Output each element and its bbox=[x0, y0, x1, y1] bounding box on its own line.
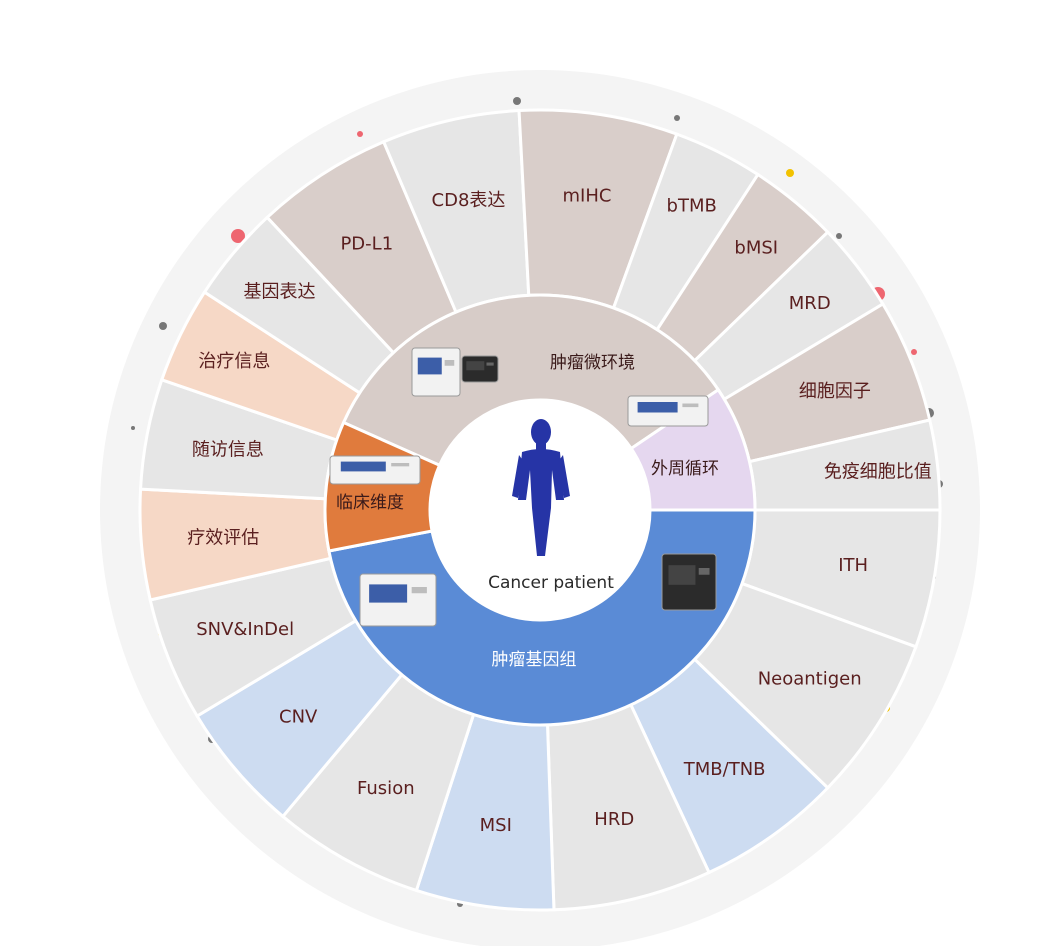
outer-label-mihc: mIHC bbox=[563, 185, 612, 206]
outer-label-item-17: 随访信息 bbox=[192, 439, 264, 460]
decor-dot-10 bbox=[131, 426, 135, 430]
outer-label-mrd: MRD bbox=[789, 293, 831, 314]
inner-label-clinical: 临床维度 bbox=[336, 493, 404, 513]
inner-label-genome: 肿瘤基因组 bbox=[492, 650, 577, 670]
outer-label-neoantigen: Neoantigen bbox=[758, 669, 862, 690]
inner-ring-icons bbox=[329, 347, 717, 627]
sequencer-workstation-icon bbox=[411, 347, 461, 397]
outer-label-pd-l1: PD-L1 bbox=[340, 233, 393, 254]
decor-dot-7 bbox=[159, 322, 167, 330]
inner-segment-genome bbox=[327, 508, 757, 727]
decor-dot-0 bbox=[513, 97, 521, 105]
outer-label-item-18: 治疗信息 bbox=[198, 351, 270, 372]
human-figure-icon bbox=[512, 419, 570, 556]
decor-dot-3 bbox=[786, 169, 794, 177]
inner-label-tumor-micro: 肿瘤微环境 bbox=[550, 353, 635, 373]
sequencer-icon bbox=[661, 553, 717, 611]
lab-instrument-icon bbox=[627, 395, 709, 427]
decor-dot-5 bbox=[836, 233, 842, 239]
outer-label-tmb-tnb: TMB/TNB bbox=[683, 759, 766, 780]
decor-dot-1 bbox=[357, 131, 363, 137]
outer-label-item-6: 细胞因子 bbox=[799, 381, 871, 402]
outer-label-btmb: bTMB bbox=[667, 196, 717, 217]
sequencer-workstation-icon-1 bbox=[461, 355, 499, 383]
outer-label-msi: MSI bbox=[480, 815, 512, 836]
outer-label-hrd: HRD bbox=[594, 809, 634, 830]
outer-label-ith: ITH bbox=[838, 555, 868, 576]
inner-label-peripheral: 外周循环 bbox=[651, 459, 719, 479]
outer-label-cnv: CNV bbox=[279, 707, 318, 728]
outer-label-fusion: Fusion bbox=[357, 778, 415, 799]
decor-dot-8 bbox=[911, 349, 917, 355]
outer-label-snv-indel: SNV&InDel bbox=[196, 619, 294, 640]
decor-dot-2 bbox=[674, 115, 680, 121]
outer-label-item-16: 疗效评估 bbox=[187, 528, 259, 549]
outer-label-item-19: 基因表达 bbox=[244, 281, 316, 302]
center-label: Cancer patient bbox=[488, 573, 614, 593]
lab-bench-icon bbox=[329, 455, 421, 485]
sequencer-icon-1 bbox=[359, 573, 437, 627]
outer-label-bmsi: bMSI bbox=[734, 238, 778, 259]
decor-dot-4 bbox=[231, 229, 245, 243]
outer-label-item-7: 免疫细胞比值 bbox=[824, 462, 932, 483]
outer-label-cd8: CD8表达 bbox=[432, 190, 506, 211]
